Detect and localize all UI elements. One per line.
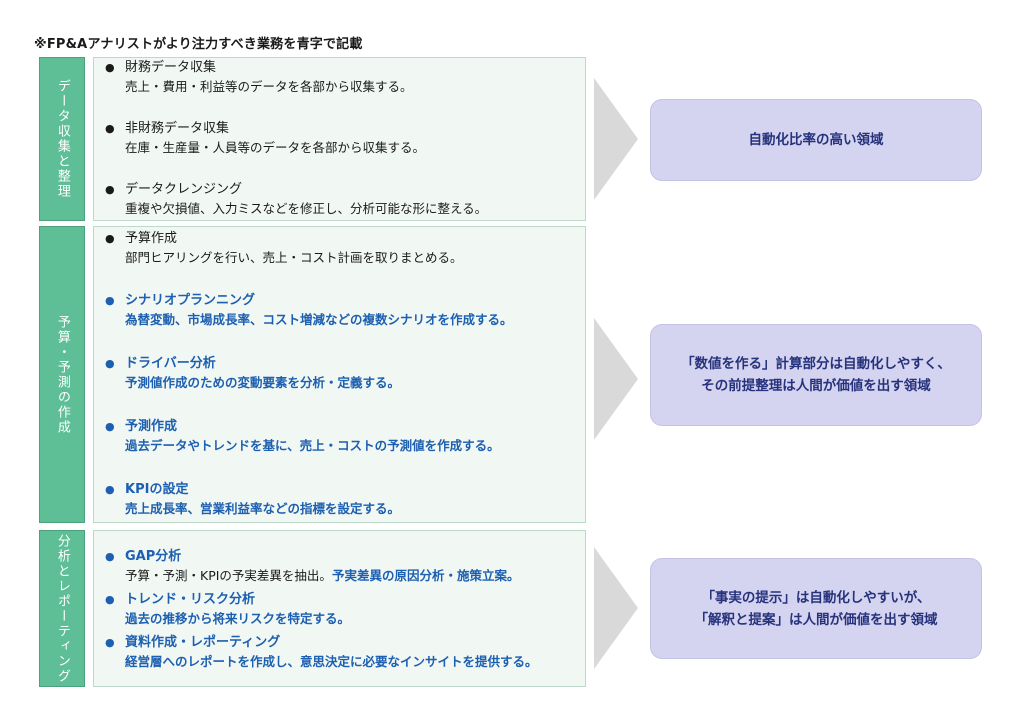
task-panel-data-collection: ● 財務データ収集 売上・費用・利益等のデータを各部から収集する。 ● 非財務デ… — [93, 57, 586, 221]
task-item: ● シナリオプランニング 為替変動、市場成長率、コスト増減などの複数シナリオを作… — [105, 291, 579, 329]
task-desc: 売上成長率、営業利益率などの指標を設定する。 — [125, 501, 401, 516]
bullet-icon: ● — [105, 183, 115, 196]
task-panel-budget-forecast: ● 予算作成 部門ヒアリングを行い、売上・コスト計画を取りまとめる。 ● シナリ… — [93, 226, 586, 523]
task-desc: 部門ヒアリングを行い、売上・コスト計画を取りまとめる。 — [125, 250, 463, 265]
task-item: ● ドライバー分析 予測値作成のための変動要素を分析・定義する。 — [105, 354, 579, 392]
task-title: 予算作成 — [125, 231, 178, 246]
task-desc-highlight: 予実差異の原因分析・施策立案。 — [331, 568, 520, 583]
outcome-box-analysis: 「事実の提示」は自動化しやすいが、 「解釈と提案」は人間が価値を出す領域 — [650, 558, 982, 659]
arrow-right-icon — [594, 318, 638, 440]
task-desc: 売上・費用・利益等のデータを各部から収集する。 — [125, 79, 413, 94]
task-title: トレンド・リスク分析 — [125, 592, 256, 607]
category-budget-forecast: 予算・予測の作成 — [39, 226, 85, 523]
bullet-icon: ● — [105, 636, 115, 649]
task-item: ● 予算作成 部門ヒアリングを行い、売上・コスト計画を取りまとめる。 — [105, 229, 579, 267]
bullet-icon: ● — [105, 294, 115, 307]
task-title: 財務データ収集 — [125, 60, 217, 75]
outcome-line: 自動化比率の高い領域 — [748, 132, 884, 148]
note-text: ※FP&Aアナリストがより注力すべき業務を青字で記載 — [34, 37, 363, 52]
task-desc: 過去の推移から将来リスクを特定する。 — [125, 611, 351, 626]
task-title: ドライバー分析 — [125, 356, 216, 371]
arrow-right-icon — [594, 78, 638, 200]
task-desc: 予測値作成のための変動要素を分析・定義する。 — [125, 375, 401, 390]
task-item: ● 非財務データ収集 在庫・生産量・人員等のデータを各部から収集する。 — [105, 119, 579, 157]
outcome-line: 「事実の提示」は自動化しやすいが、 — [701, 589, 931, 606]
bullet-icon: ● — [105, 593, 115, 606]
category-label: データ収集と整理 — [54, 79, 70, 199]
task-item: ● GAP分析 予算・予測・KPIの予実差異を抽出。予実差異の原因分析・施策立案… — [105, 547, 579, 585]
bullet-icon: ● — [105, 61, 115, 74]
bullet-icon: ● — [105, 357, 115, 370]
category-label: 予算・予測の作成 — [54, 314, 70, 435]
task-item: ● 予測作成 過去データやトレンドを基に、売上・コストの予測値を作成する。 — [105, 417, 579, 455]
outcome-line: 「解釈と提案」は人間が価値を出す領域 — [694, 611, 938, 628]
task-title: シナリオプランニング — [125, 293, 256, 308]
outcome-box-budget: 「数値を作る」計算部分は自動化しやすく、 その前提整理は人間が価値を出す領域 — [650, 324, 982, 426]
category-data-collection: データ収集と整理 — [39, 57, 85, 221]
task-title: 非財務データ収集 — [125, 121, 230, 136]
task-title: 予測作成 — [125, 419, 178, 434]
task-title: GAP分析 — [125, 549, 182, 564]
task-item: ● データクレンジング 重複や欠損値、入力ミスなどを修正し、分析可能な形に整える… — [105, 180, 579, 218]
category-analysis-reporting: 分析とレポーティング — [39, 530, 85, 687]
outcome-box-automation: 自動化比率の高い領域 — [650, 99, 982, 181]
task-desc: 重複や欠損値、入力ミスなどを修正し、分析可能な形に整える。 — [125, 201, 488, 216]
task-item: ● 財務データ収集 売上・費用・利益等のデータを各部から収集する。 — [105, 58, 579, 96]
task-desc: 予算・予測・KPIの予実差異を抽出。 — [125, 568, 332, 583]
task-title: データクレンジング — [125, 182, 243, 197]
task-desc: 過去データやトレンドを基に、売上・コストの予測値を作成する。 — [125, 438, 500, 453]
task-title: 資料作成・レポーティング — [125, 635, 281, 650]
task-desc: 在庫・生産量・人員等のデータを各部から収集する。 — [125, 140, 426, 155]
category-label: 分析とレポーティング — [54, 533, 70, 684]
bullet-icon: ● — [105, 550, 115, 563]
bullet-icon: ● — [105, 122, 115, 135]
outcome-line: その前提整理は人間が価値を出す領域 — [701, 378, 931, 394]
task-desc: 経営層へのレポートを作成し、意思決定に必要なインサイトを提供する。 — [125, 654, 538, 669]
task-item: ● KPIの設定 売上成長率、営業利益率などの指標を設定する。 — [105, 480, 579, 518]
bullet-icon: ● — [105, 232, 115, 245]
task-item: ● 資料作成・レポーティング 経営層へのレポートを作成し、意思決定に必要なインサ… — [105, 633, 579, 671]
task-desc: 為替変動、市場成長率、コスト増減などの複数シナリオを作成する。 — [125, 312, 513, 327]
arrow-right-icon — [594, 547, 638, 669]
task-item: ● トレンド・リスク分析 過去の推移から将来リスクを特定する。 — [105, 590, 579, 628]
bullet-icon: ● — [105, 483, 115, 496]
outcome-line: 「数値を作る」計算部分は自動化しやすく、 — [681, 356, 951, 372]
task-title: KPIの設定 — [125, 482, 189, 497]
task-panel-analysis-reporting: ● GAP分析 予算・予測・KPIの予実差異を抽出。予実差異の原因分析・施策立案… — [93, 530, 586, 687]
bullet-icon: ● — [105, 420, 115, 433]
